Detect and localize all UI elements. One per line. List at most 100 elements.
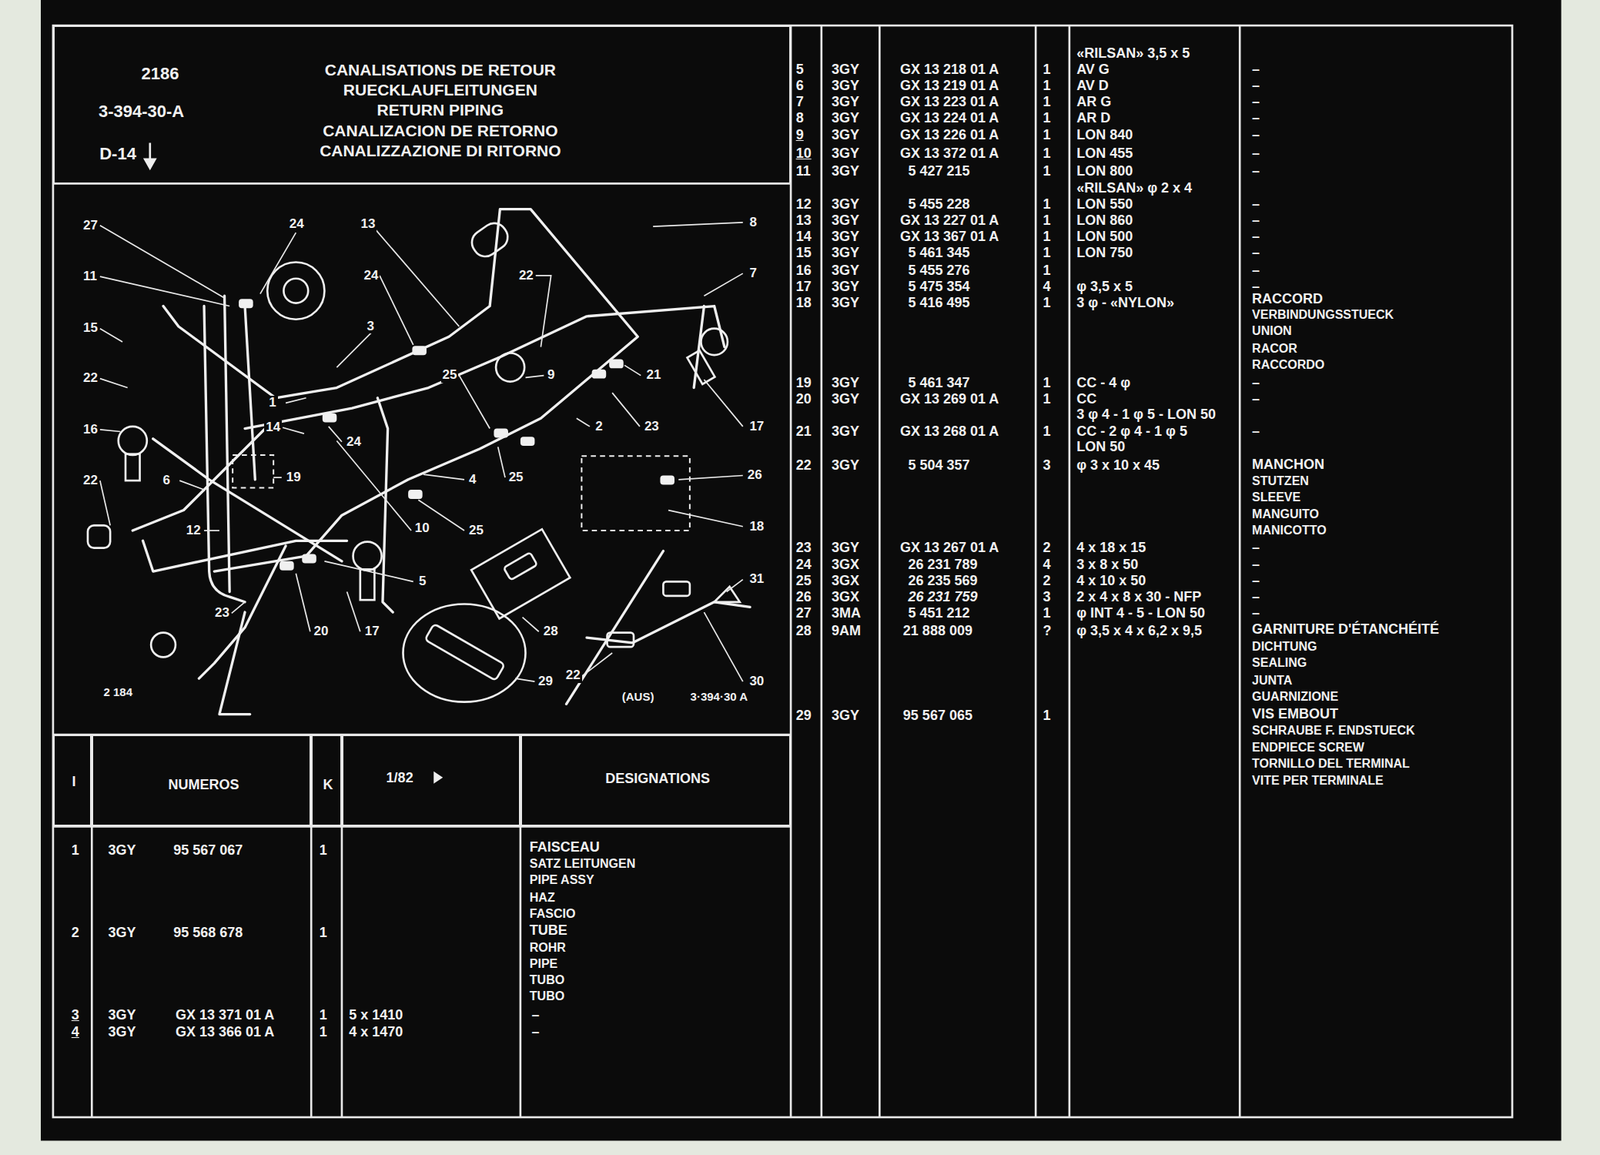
table-cell: AR D <box>1076 110 1111 127</box>
table-cell: 5 451 212 <box>907 605 970 622</box>
table-cell: 3GY <box>831 62 860 78</box>
table-cell: GUARNIZIONE <box>1251 689 1339 704</box>
table-cell: 2 <box>1042 540 1051 556</box>
table-cell: 4 x 1470 <box>348 1024 403 1041</box>
table-cell: VIS EMBOUT <box>1251 706 1339 723</box>
callout-number: 4 <box>467 472 478 488</box>
table-cell: – <box>1251 557 1260 573</box>
table-cell: 3 x 8 x 50 <box>1076 557 1139 573</box>
table-cell: LON 840 <box>1076 127 1133 144</box>
table-cell: 24 <box>796 557 812 573</box>
table-cell: 5 416 495 <box>907 295 970 312</box>
table-cell: 3GY <box>831 127 860 144</box>
callout-number: 20 <box>312 624 331 640</box>
table-cell: 1 <box>319 1007 328 1024</box>
table-cell: SEALING <box>1251 656 1307 670</box>
table-cell: FAISCEAU <box>529 840 600 856</box>
table-header-cell: 1/82 <box>341 734 521 827</box>
header-text: 3-394-30-A <box>98 102 185 121</box>
table-cell: 1 <box>1042 62 1051 78</box>
table-cell: CC - 2 φ 4 - 1 φ 5 <box>1076 424 1188 440</box>
table-cell: 10 <box>796 146 812 162</box>
table-cell: 1 <box>319 925 328 941</box>
header-text: RUECKLAUFLEITUNGEN <box>343 80 538 99</box>
callout-number: 9 <box>545 368 556 383</box>
table-cell: – <box>1251 146 1260 162</box>
table-cell: 3GY <box>831 391 860 408</box>
callout-number: 12 <box>184 523 203 539</box>
table-cell: 5 504 357 <box>907 458 970 474</box>
table-cell: 21 <box>796 424 812 440</box>
table-cell: AV G <box>1076 62 1110 78</box>
table-cell: 3GY <box>831 146 860 162</box>
table-cell: CC <box>1076 391 1097 408</box>
table-cell: «RILSAN» φ 2 x 4 <box>1076 180 1192 197</box>
table-cell: 1 <box>1042 375 1051 392</box>
table-cell: GX 13 372 01 A <box>900 146 999 162</box>
table-cell: 3GY <box>107 1024 136 1041</box>
table-cell: MANCHON <box>1251 457 1325 473</box>
table-cell: 8 <box>796 110 804 127</box>
table-cell: – <box>1251 573 1260 590</box>
column-heading: DESIGNATIONS <box>605 771 710 787</box>
table-cell: – <box>1251 540 1260 556</box>
table-cell: 1 <box>319 843 328 859</box>
header-text: D-14 <box>99 144 137 164</box>
table-cell: 3GY <box>831 540 860 556</box>
table-cell: JUNTA <box>1251 673 1293 688</box>
callout-number: 7 <box>747 266 758 282</box>
callout-number: 1 <box>267 395 278 411</box>
table-cell: TUBE <box>529 923 568 939</box>
table-cell: 4 x 10 x 50 <box>1076 573 1146 590</box>
table-cell: 3GY <box>831 424 860 440</box>
table-cell: 26 231 789 <box>907 557 978 573</box>
table-cell: – <box>1251 164 1260 180</box>
table-cell: – <box>1251 78 1260 94</box>
table-cell: 28 <box>796 623 812 640</box>
table-cell: 5 455 276 <box>907 263 970 279</box>
table-cell: – <box>1251 197 1260 213</box>
table-cell: RACCORDO <box>1251 358 1325 372</box>
table-cell: 7 <box>796 94 804 111</box>
callout-number: 23 <box>213 605 231 621</box>
callout-number: 11 <box>81 269 99 285</box>
table-cell: – <box>1251 605 1260 622</box>
callout-number: 16 <box>81 422 100 438</box>
callout-number: 3 <box>364 319 375 335</box>
table-cell: 3GX <box>831 589 860 606</box>
table-cell: – <box>1251 110 1260 127</box>
table-cell: – <box>531 1024 539 1041</box>
table-cell: φ INT 4 - 5 - LON 50 <box>1076 605 1206 622</box>
table-cell: 3GY <box>831 295 860 312</box>
table-cell: – <box>1251 424 1260 440</box>
table-cell: 3GY <box>831 110 860 127</box>
table-cell: 12 <box>796 197 812 213</box>
table-cell: – <box>1251 213 1260 229</box>
table-cell: 1 <box>1042 110 1051 127</box>
column-heading: NUMEROS <box>167 777 239 794</box>
table-cell: 3GY <box>831 94 860 111</box>
table-cell: PIPE <box>529 957 558 971</box>
table-cell: 5 x 1410 <box>348 1007 403 1024</box>
table-cell: 6 <box>796 78 804 94</box>
table-cell: 5 455 228 <box>907 197 970 213</box>
table-cell: – <box>1251 391 1260 408</box>
table-cell: 1 <box>1042 605 1051 622</box>
table-cell: 1 <box>1042 229 1051 245</box>
callout-number: 30 <box>747 674 766 690</box>
table-cell: GX 13 367 01 A <box>900 229 999 245</box>
table-header-cell: K <box>311 734 342 827</box>
table-cell: TUBO <box>529 989 565 1004</box>
table-cell: 3GY <box>831 213 860 229</box>
table-cell: – <box>1251 245 1260 262</box>
table-cell: 3GY <box>107 925 136 941</box>
table-cell: 3GY <box>831 245 860 262</box>
table-cell: 95 568 678 <box>173 925 243 941</box>
callout-number: 21 <box>645 368 663 383</box>
table-cell: 3GY <box>831 229 860 245</box>
table-cell: 3GY <box>107 843 136 859</box>
table-cell: 2 <box>1042 573 1051 590</box>
table-cell: 2 <box>71 925 80 941</box>
header-text: CANALIZZAZIONE DI RITORNO <box>319 141 561 160</box>
table-cell: GX 13 227 01 A <box>900 213 999 229</box>
